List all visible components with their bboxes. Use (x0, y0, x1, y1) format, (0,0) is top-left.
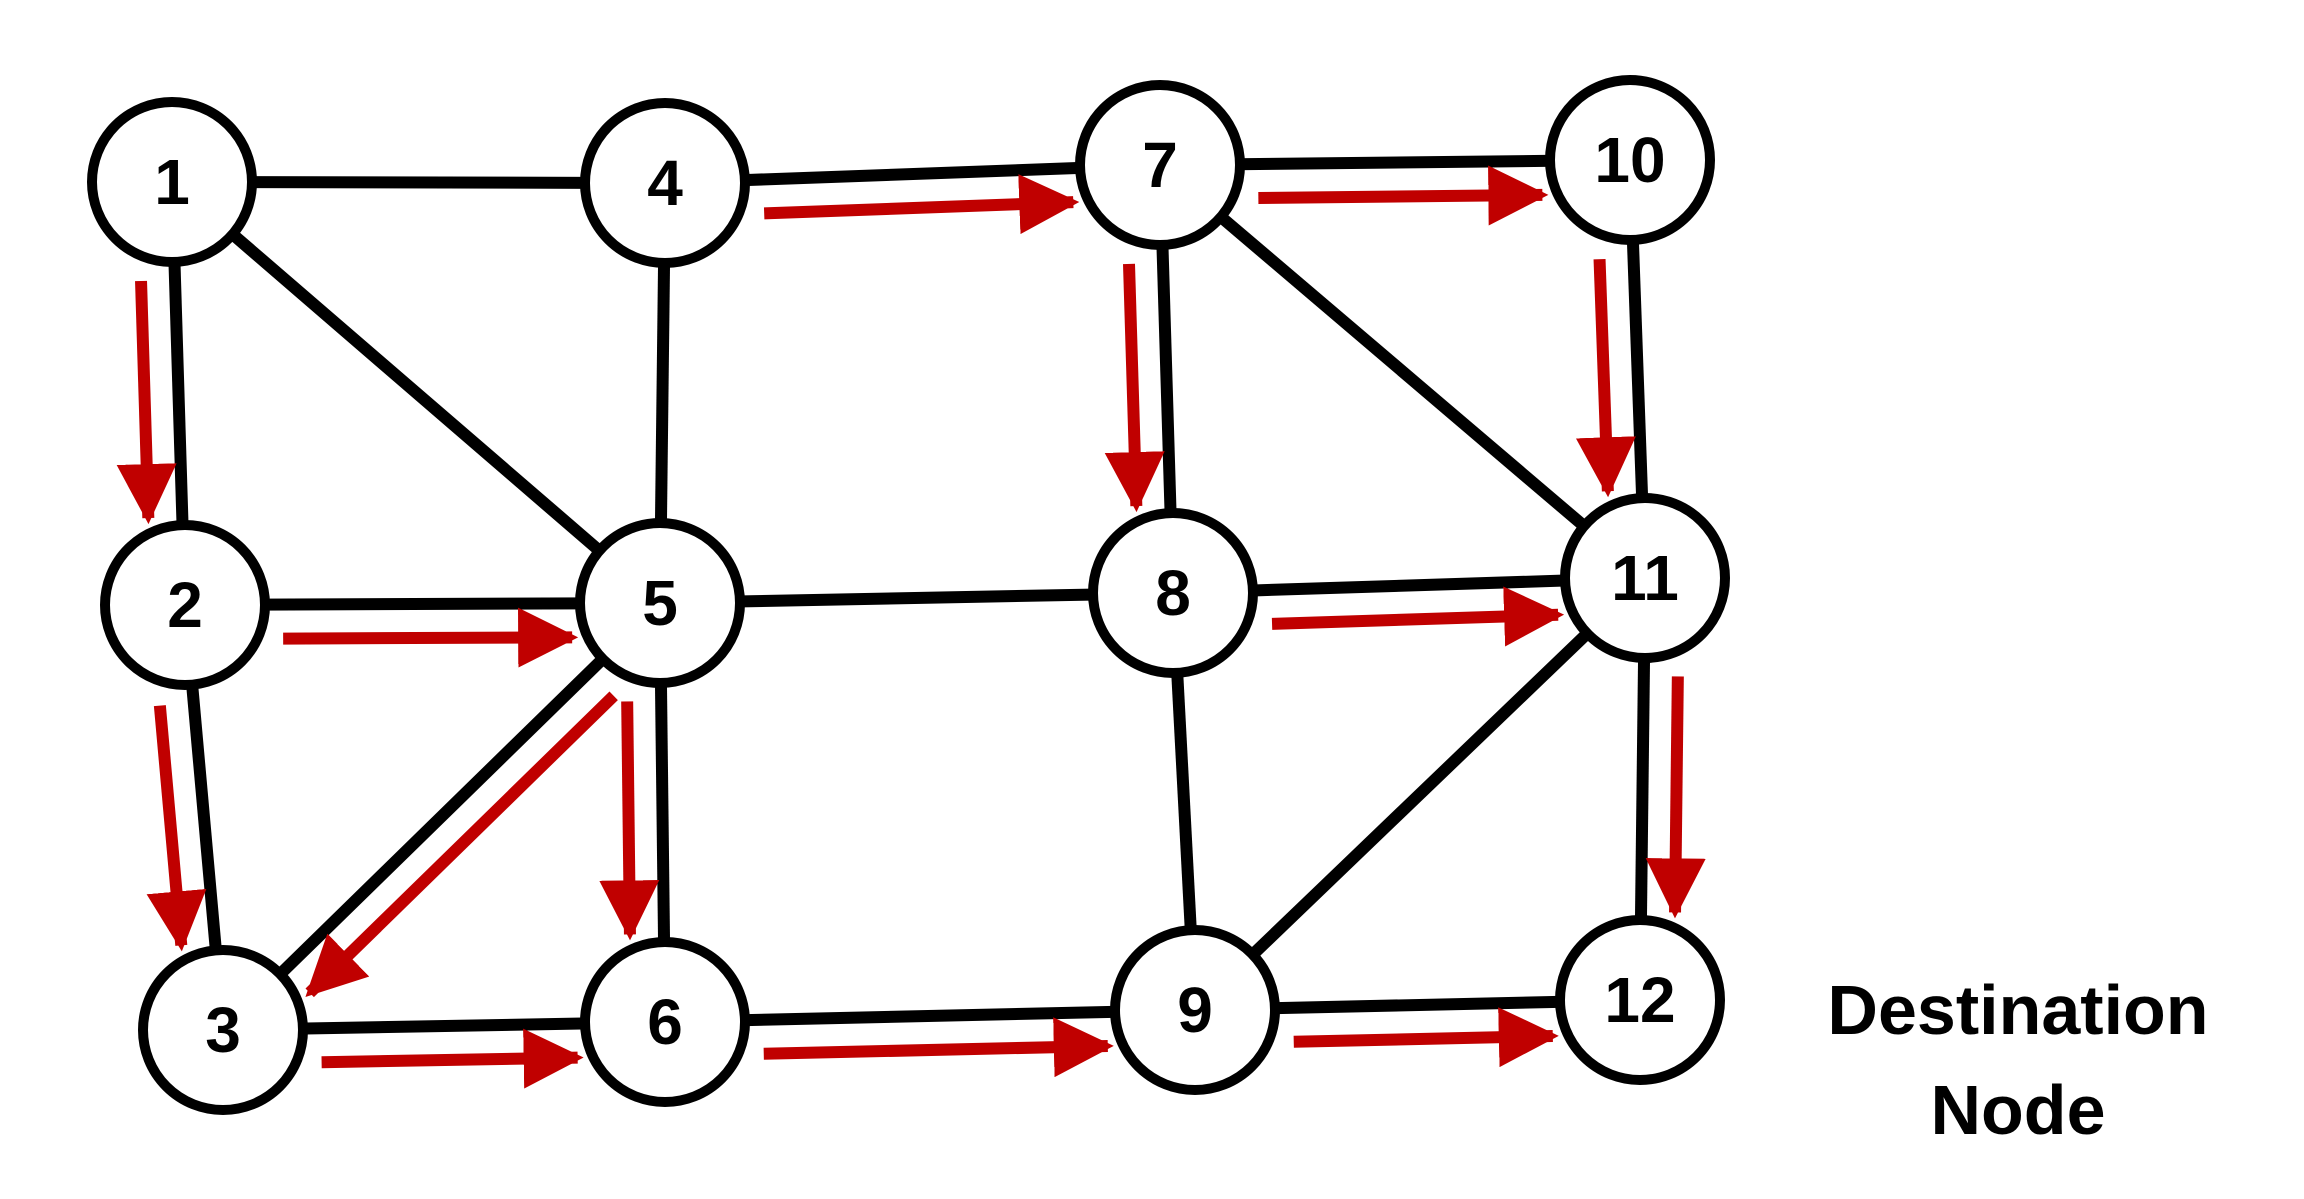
node-circle-3 (138, 945, 308, 1115)
node-circle-11 (1560, 493, 1730, 663)
node-label-12: 12 (1604, 964, 1675, 1036)
node-label-4: 4 (647, 147, 683, 219)
flow-arrow-1-to-2 (116, 280, 177, 525)
edge-11-12 (1634, 653, 1651, 925)
flow-arrow-2-to-5 (283, 607, 579, 668)
flow-arrows-layer (116, 165, 1706, 1089)
flow-arrow-8-to-11 (1271, 586, 1565, 647)
node-label-8: 8 (1155, 557, 1191, 629)
edge-3-6 (298, 1017, 590, 1035)
node-label-9: 9 (1177, 974, 1213, 1046)
edge-1-2 (168, 257, 189, 530)
node-11: 11 (1560, 493, 1730, 663)
edge-8-9 (1171, 668, 1197, 935)
flow-arrow-2-to-3 (146, 705, 207, 952)
node-circle-9 (1110, 925, 1280, 1095)
edge-9-11 (1245, 626, 1595, 962)
node-2: 2 (100, 520, 270, 690)
node-5: 5 (575, 518, 745, 688)
node-label-7: 7 (1142, 129, 1178, 201)
node-circle-12 (1555, 915, 1725, 1085)
node-6: 6 (580, 937, 750, 1107)
node-circle-8 (1088, 508, 1258, 678)
edge-8-11 (1248, 574, 1570, 597)
flow-arrow-10-to-11 (1575, 258, 1636, 498)
node-10: 10 (1545, 75, 1715, 245)
node-9: 9 (1110, 925, 1280, 1095)
edges-layer (168, 154, 1651, 1035)
node-circle-1 (87, 97, 257, 267)
flow-arrow-4-to-7 (763, 174, 1080, 235)
destination-label-line2: Node (1931, 1071, 2106, 1149)
node-label-1: 1 (154, 146, 190, 218)
node-1: 1 (87, 97, 257, 267)
edge-5-6 (654, 678, 671, 947)
node-label-10: 10 (1594, 124, 1665, 196)
edge-6-9 (740, 1005, 1120, 1027)
edge-7-8 (1156, 240, 1177, 518)
node-8: 8 (1088, 508, 1258, 678)
edge-5-8 (735, 588, 1098, 608)
node-4: 4 (580, 98, 750, 268)
edge-7-11 (1213, 209, 1592, 534)
node-circle-5 (575, 518, 745, 688)
edge-10-11 (1626, 235, 1649, 503)
flow-arrow-7-to-8 (1104, 263, 1165, 513)
edge-9-12 (1270, 995, 1565, 1015)
node-12: 12 (1555, 915, 1725, 1085)
node-3: 3 (138, 945, 308, 1115)
edge-4-5 (654, 258, 671, 528)
edge-1-5 (225, 227, 607, 558)
destination-label-line1: Destination (1827, 971, 2208, 1049)
node-circle-10 (1545, 75, 1715, 245)
node-circle-4 (580, 98, 750, 268)
edge-3-5 (273, 651, 610, 982)
flow-arrow-11-to-12 (1645, 676, 1706, 919)
node-label-3: 3 (205, 994, 241, 1066)
node-label-2: 2 (167, 569, 203, 641)
edge-7-10 (1235, 154, 1555, 171)
node-label-11: 11 (1611, 542, 1679, 614)
node-label-6: 6 (647, 986, 683, 1058)
node-7: 7 (1075, 80, 1245, 250)
node-circle-2 (100, 520, 270, 690)
edge-2-3 (185, 680, 223, 955)
flow-arrow-9-to-12 (1293, 1007, 1559, 1068)
flow-arrow-5-to-3 (305, 691, 618, 998)
edge-2-5 (260, 597, 585, 611)
flow-arrow-5-to-6 (599, 701, 660, 941)
flow-arrow-3-to-6 (321, 1028, 584, 1089)
destination-label: Destination Node (1827, 971, 2208, 1149)
node-circle-6 (580, 937, 750, 1107)
flow-arrow-7-to-10 (1258, 165, 1549, 226)
node-label-5: 5 (642, 567, 678, 639)
edge-1-4 (247, 176, 590, 189)
node-circle-7 (1075, 80, 1245, 250)
edge-4-7 (740, 161, 1085, 187)
flow-arrow-6-to-9 (763, 1017, 1114, 1078)
